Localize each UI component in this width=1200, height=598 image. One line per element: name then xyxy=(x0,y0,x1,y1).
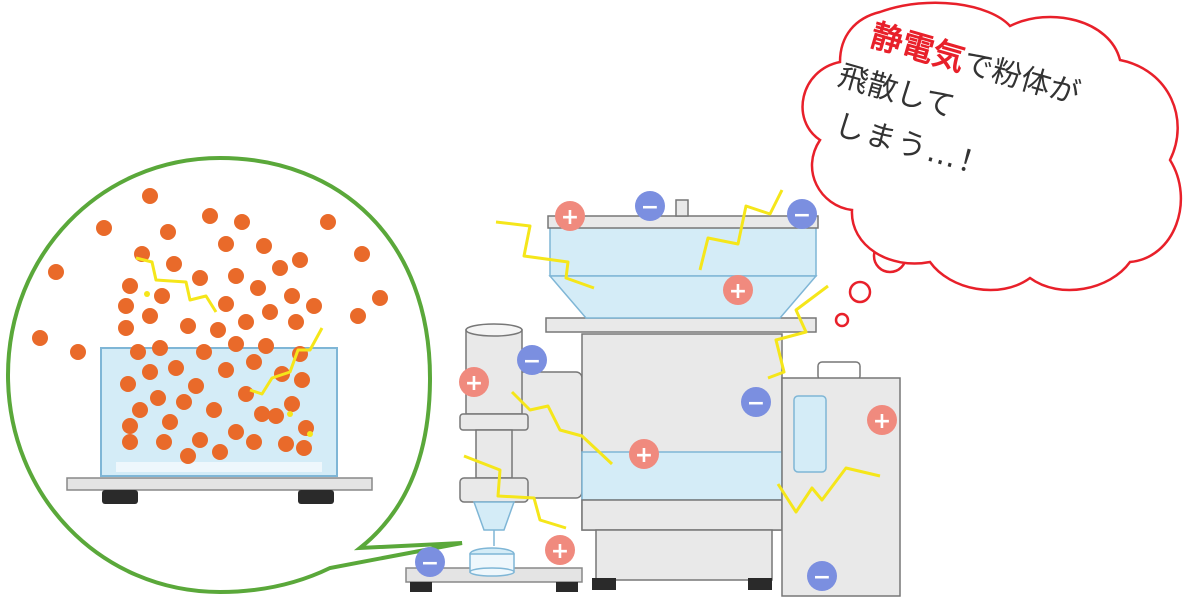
svg-text:−: − xyxy=(641,195,659,220)
hopper xyxy=(545,199,819,333)
svg-text:+: + xyxy=(729,279,747,304)
spark-dots xyxy=(144,291,313,437)
svg-text:+: + xyxy=(561,205,579,230)
svg-text:−: − xyxy=(747,391,765,416)
svg-text:−: − xyxy=(813,565,831,590)
svg-text:+: + xyxy=(635,443,653,468)
svg-text:−: − xyxy=(523,349,541,374)
balance xyxy=(405,547,583,592)
svg-text:+: + xyxy=(465,371,483,396)
thought-cloud xyxy=(801,1,1183,328)
svg-text:+: + xyxy=(551,539,569,564)
charge-signs: + + + + + + − − − − − − xyxy=(421,195,891,590)
plus-charge-icon xyxy=(459,201,897,565)
spark-icon xyxy=(463,189,881,530)
svg-text:−: − xyxy=(793,203,811,228)
side-cabinet xyxy=(781,361,901,597)
feeder-column xyxy=(459,323,583,546)
text-line-1-rest: で粉体が xyxy=(958,45,1084,112)
svg-text:−: − xyxy=(421,551,439,576)
svg-text:+: + xyxy=(873,409,891,434)
main-body xyxy=(581,333,783,590)
powder-particles xyxy=(32,188,388,464)
spark-icon xyxy=(135,256,324,396)
minus-charge-icon xyxy=(415,191,837,591)
